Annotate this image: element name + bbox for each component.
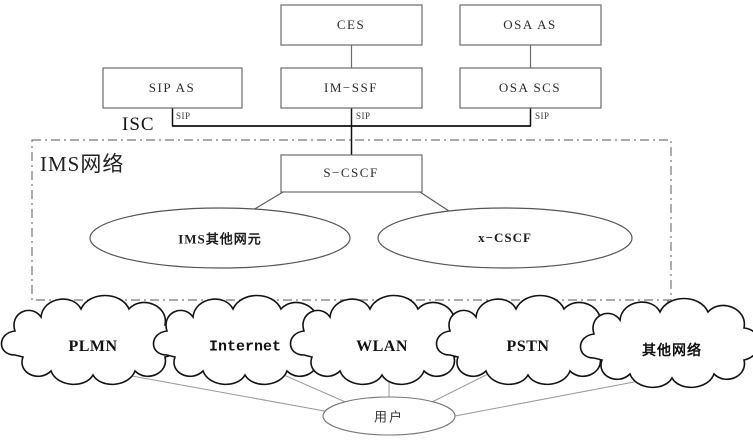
- ellipse-user: [322, 396, 456, 436]
- link-scscf-xcscf: [419, 191, 453, 214]
- cloud-other-net: [579, 297, 753, 389]
- link-internet-user: [276, 371, 351, 405]
- box-ces: [280, 4, 423, 46]
- link-pstn-user: [427, 371, 493, 405]
- box-osa-scs: [459, 67, 602, 109]
- box-osa-as: [459, 4, 602, 46]
- cloud-plmn: [0, 294, 181, 386]
- box-sip-as: [102, 67, 243, 109]
- ellipse-x-cscf: [377, 207, 633, 269]
- ellipse-ims-other-elements: [89, 207, 351, 269]
- link-plmn-user: [109, 371, 331, 413]
- box-im-ssf: [280, 67, 423, 109]
- link-othernet-user: [454, 377, 656, 417]
- box-s-cscf: [280, 154, 423, 193]
